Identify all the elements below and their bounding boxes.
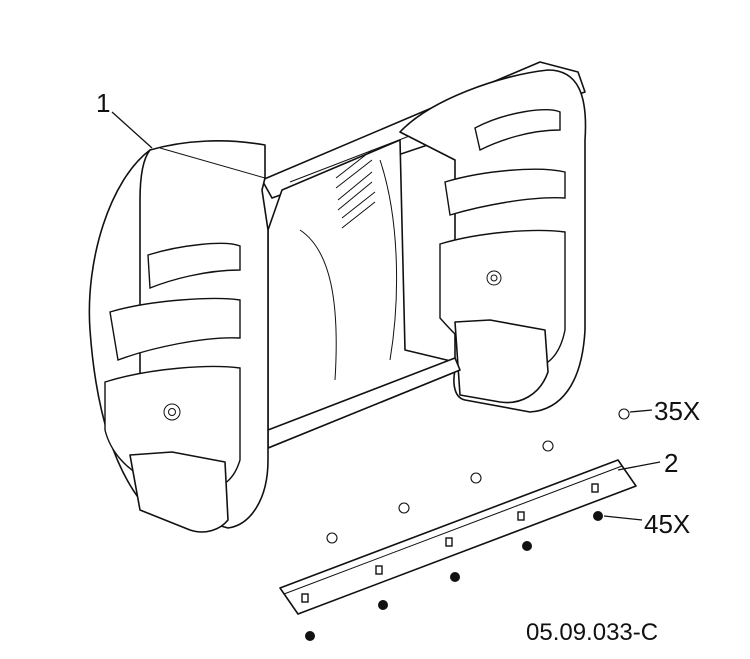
callout-3: 35X: [654, 396, 700, 426]
drawing-code: 05.09.033-C: [526, 619, 658, 646]
leader-line-1: [111, 111, 153, 149]
leader-line-3: [629, 409, 653, 413]
hex-nuts: [305, 511, 603, 641]
callout-4: 45X: [644, 509, 690, 539]
leader-line-4: [603, 515, 643, 521]
auger-housing: [88, 61, 587, 533]
carriage-bolts: [326, 408, 630, 544]
callout-2: 2: [664, 448, 678, 478]
scraper-bar: [279, 459, 637, 615]
callout-1: 1: [96, 88, 110, 118]
leader-line-2: [617, 461, 661, 471]
